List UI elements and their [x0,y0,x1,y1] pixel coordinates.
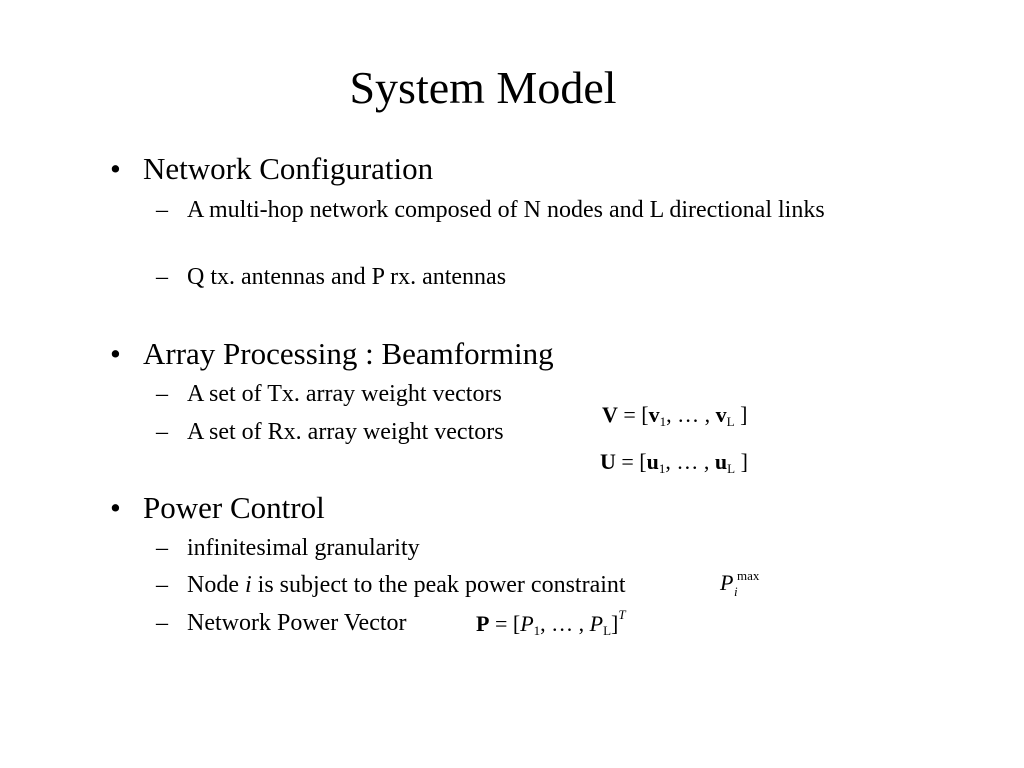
sub-item-tx-weights: – A set of Tx. array weight vectors [156,379,896,409]
constraint-variable: i [244,572,252,598]
formula-eq: = [ [615,449,647,474]
formula-peak-power: P max i [720,568,780,602]
formula-base: P [720,570,734,595]
sub-item-text: A set of Tx. array weight vectors [187,381,502,407]
formula-power-vector: P = [P1, … , PL]T [476,608,626,638]
formula-sep: , … , [665,449,715,474]
formula-close: ] [734,402,748,427]
dash-marker: – [156,572,168,598]
formula-rx-vectors: U = [u1, … , uL ] [600,449,748,475]
sub-item-rx-weights: – A set of Rx. array weight vectors [156,417,896,447]
sub-item-text: Q tx. antennas and P rx. antennas [187,264,507,290]
formula-sub: i [734,584,738,599]
formula-lhs: P [476,611,490,636]
sub-item-peak-power: – Node i is subject to the peak power co… [156,570,896,600]
bullet-array-processing: • Array Processing : Beamforming [110,336,554,372]
formula-last-sub: L [727,461,736,476]
bullet-text: Network Configuration [143,151,434,186]
formula-sep: , … , [666,402,716,427]
dash-marker: – [156,264,168,290]
sub-item-power-vector: – Network Power Vector [156,608,896,638]
formula-first: P [520,611,534,636]
bullet-marker: • [110,490,121,525]
formula-tx-vectors: V = [v1, … , vL ] [602,402,747,428]
bullet-text: Power Control [143,490,325,525]
formula-close: ] [611,611,619,636]
dash-marker: – [156,197,168,223]
sub-item-text: Node i is subject to the peak power cons… [187,570,896,600]
slide-title: System Model [349,62,617,113]
formula-eq: = [ [617,402,649,427]
bullet-power-control: • Power Control [110,490,325,526]
formula-sup: T [618,607,626,622]
bullet-network-configuration: • Network Configuration [110,151,433,187]
sub-item-text: A set of Rx. array weight vectors [187,419,504,445]
sub-item-multihop: – A multi-hop network composed of N node… [156,195,896,225]
dash-marker: – [156,381,168,407]
formula-lhs: U [600,449,616,474]
formula-first-sub: 1 [659,414,667,429]
sub-item-antennas: – Q tx. antennas and P rx. antennas [156,262,896,292]
constraint-text-after: is subject to the peak power constraint [251,572,626,598]
formula-eq: = [ [489,611,521,636]
formula-first: v [648,402,660,427]
formula-last-sub: L [603,623,612,638]
formula-first-sub: 1 [533,623,541,638]
formula-last: P [589,611,604,636]
bullet-marker: • [110,336,121,371]
formula-sep: , … , [540,611,590,636]
formula-last: u [714,449,728,474]
constraint-text-before: Node [187,572,245,598]
formula-first: u [646,449,659,474]
dash-marker: – [156,610,168,636]
formula-first-sub: 1 [658,461,666,476]
sub-item-text: infinitesimal granularity [187,535,420,561]
formula-close: ] [735,449,748,474]
formula-lhs: V [602,402,618,427]
sub-item-text: Network Power Vector [187,610,407,636]
sub-item-text: A multi-hop network composed of N nodes … [187,197,825,223]
sub-item-granularity: – infinitesimal granularity [156,533,896,563]
formula-last: v [715,402,727,427]
formula-sup: max [737,568,760,583]
dash-marker: – [156,535,168,561]
bullet-text: Array Processing : Beamforming [143,336,554,371]
formula-last-sub: L [726,414,735,429]
dash-marker: – [156,419,168,445]
bullet-marker: • [110,151,121,186]
